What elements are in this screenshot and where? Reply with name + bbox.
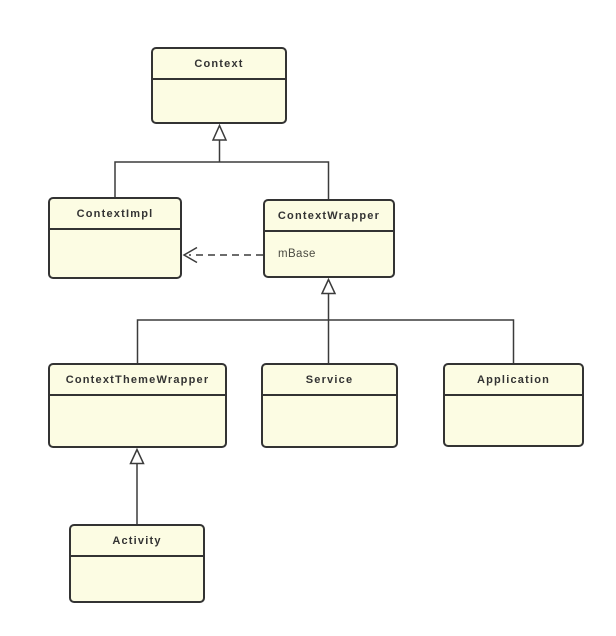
class-box-activity[interactable]: Activity <box>69 524 205 603</box>
edge-line <box>136 319 515 363</box>
inheritance-triangle-arrowhead-icon <box>320 277 337 295</box>
attribute-label: mBase <box>278 248 316 260</box>
class-name-label: Context <box>153 49 285 80</box>
class-attributes-section <box>71 557 203 601</box>
class-name-label: Service <box>263 365 396 396</box>
class-box-contextthemewrapper[interactable]: ContextThemeWrapper <box>48 363 227 448</box>
class-attributes-section <box>153 80 285 122</box>
edge-generalization-activity[interactable] <box>129 447 145 525</box>
class-box-application[interactable]: Application <box>443 363 584 447</box>
class-box-service[interactable]: Service <box>261 363 398 448</box>
edge-dependency-mbase[interactable] <box>182 246 263 264</box>
edge-generalization-to-context[interactable] <box>114 123 330 200</box>
class-box-contextimpl[interactable]: ContextImpl <box>48 197 182 279</box>
open-arrowhead-icon <box>182 246 198 264</box>
class-attributes-section <box>50 396 225 446</box>
edge-generalization-to-contextwrapper[interactable] <box>136 277 515 364</box>
class-box-context[interactable]: Context <box>151 47 287 124</box>
class-name-label: ContextThemeWrapper <box>50 365 225 396</box>
inheritance-triangle-arrowhead-icon <box>211 123 228 141</box>
class-attributes-section: mBase <box>265 232 393 276</box>
class-name-label: ContextWrapper <box>265 201 393 232</box>
inheritance-triangle-arrowhead-icon <box>129 447 145 465</box>
class-name-label: Activity <box>71 526 203 557</box>
class-attributes-section <box>263 396 396 446</box>
class-attributes-section <box>445 396 582 445</box>
edge-line <box>114 161 330 199</box>
class-name-label: Application <box>445 365 582 396</box>
class-attributes-section <box>50 230 180 277</box>
class-box-contextwrapper[interactable]: ContextWrapper mBase <box>263 199 395 278</box>
class-name-label: ContextImpl <box>50 199 180 230</box>
